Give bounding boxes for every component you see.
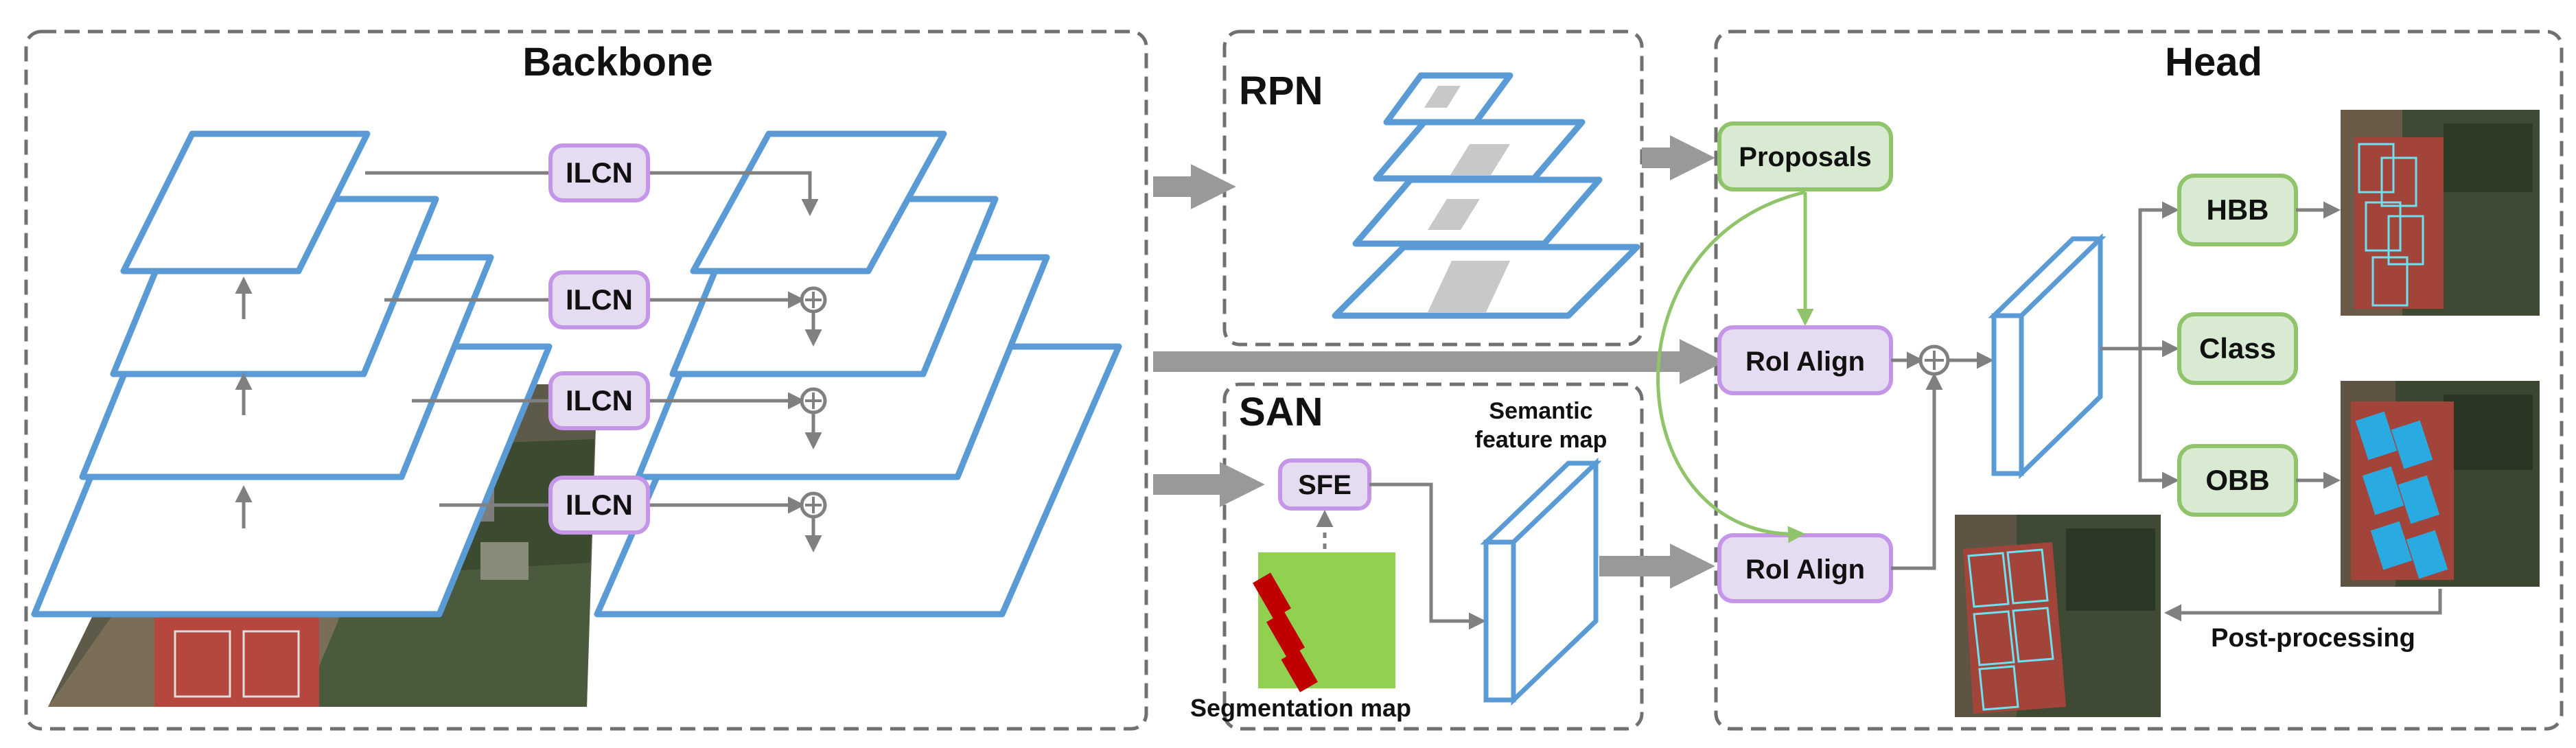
obb-object-2 [2391,420,2433,469]
segmentation-object-2 [1266,611,1305,658]
roi-align-bottom-label: RoI Align [1745,554,1865,585]
semantic-label-line2: feature map [1475,427,1608,453]
backbone-panel [24,30,1148,731]
backbone-left-stack [31,130,553,618]
sfe-to-semantic-arrow [1369,482,1486,630]
feature-map-p5 [690,130,947,274]
obb-object-4 [2398,475,2440,524]
roi-align-bottom: RoI Align [1717,533,1893,603]
proposals-module: Proposals [1717,121,1893,191]
semantic-feature-map [1480,457,1602,706]
segmentation-map [1253,552,1395,692]
obb-object-5 [2370,521,2413,570]
sum-node-p4 [800,286,827,314]
head-sum-node [1918,344,1950,376]
tennis-court-input [154,618,319,707]
san-title: SAN [1239,390,1323,434]
ilcn-module-3: ILCN [548,371,650,430]
ilcn-module-1: ILCN [548,143,650,202]
ilcn-module-2: ILCN [548,270,650,329]
ilcn-label-1: ILCN [566,156,633,189]
head-title: Head [2165,40,2262,84]
head-panel [1714,30,2564,731]
rpn-anchor-2 [1450,144,1510,175]
feature-map-c5 [120,130,371,274]
obb-object-1 [2355,411,2398,460]
roi-align-top: RoI Align [1717,325,1893,395]
fused-feature-block [1988,233,2107,480]
post-processing-label: Post-processing [2211,624,2415,653]
class-module: Class [2177,312,2298,385]
segmentation-map-label: Segmentation map [1190,694,1411,722]
roi-bottom-to-sum [1891,373,1943,570]
obb-module: OBB [2177,444,2298,517]
branch-arrows [2100,201,2179,489]
class-label: Class [2199,332,2276,364]
obb-object-6 [2406,530,2448,579]
hbb-module: HBB [2177,174,2298,246]
segmentation-object-3 [1281,649,1318,692]
hbb-label: HBB [2207,194,2269,226]
proposals-label: Proposals [1739,142,1871,172]
proposals-to-roi-bottom [1656,190,1806,544]
ilcn-label-3: ILCN [566,384,633,417]
sfe-label: SFE [1298,470,1351,500]
obb-object-3 [2362,466,2404,515]
rpn-anchor-stack [1332,72,1640,319]
backbone-title: Backbone [522,40,712,84]
ilcn-label-2: ILCN [566,283,633,316]
segmentation-object-1 [1253,572,1291,619]
rpn-anchor-1 [1424,86,1461,108]
rpn-title: RPN [1239,69,1323,113]
ilcn-module-4: ILCN [548,476,650,535]
sum-node-p2 [800,491,827,519]
sum-node-p3 [800,387,827,414]
final-output-image [1955,515,2161,717]
hbb-result-image [2341,110,2540,316]
obb-result-image [2341,381,2540,587]
post-processing-arrow [2164,589,2442,622]
sfe-module: SFE [1278,458,1371,511]
roi-align-top-label: RoI Align [1745,347,1865,377]
semantic-label-line1: Semantic [1489,398,1592,424]
rpn-anchor-4 [1428,261,1510,312]
obb-label: OBB [2205,464,2269,496]
ilcn-label-4: ILCN [566,489,633,521]
backbone-right-stack [594,130,1122,618]
rpn-anchor-3 [1428,199,1480,230]
